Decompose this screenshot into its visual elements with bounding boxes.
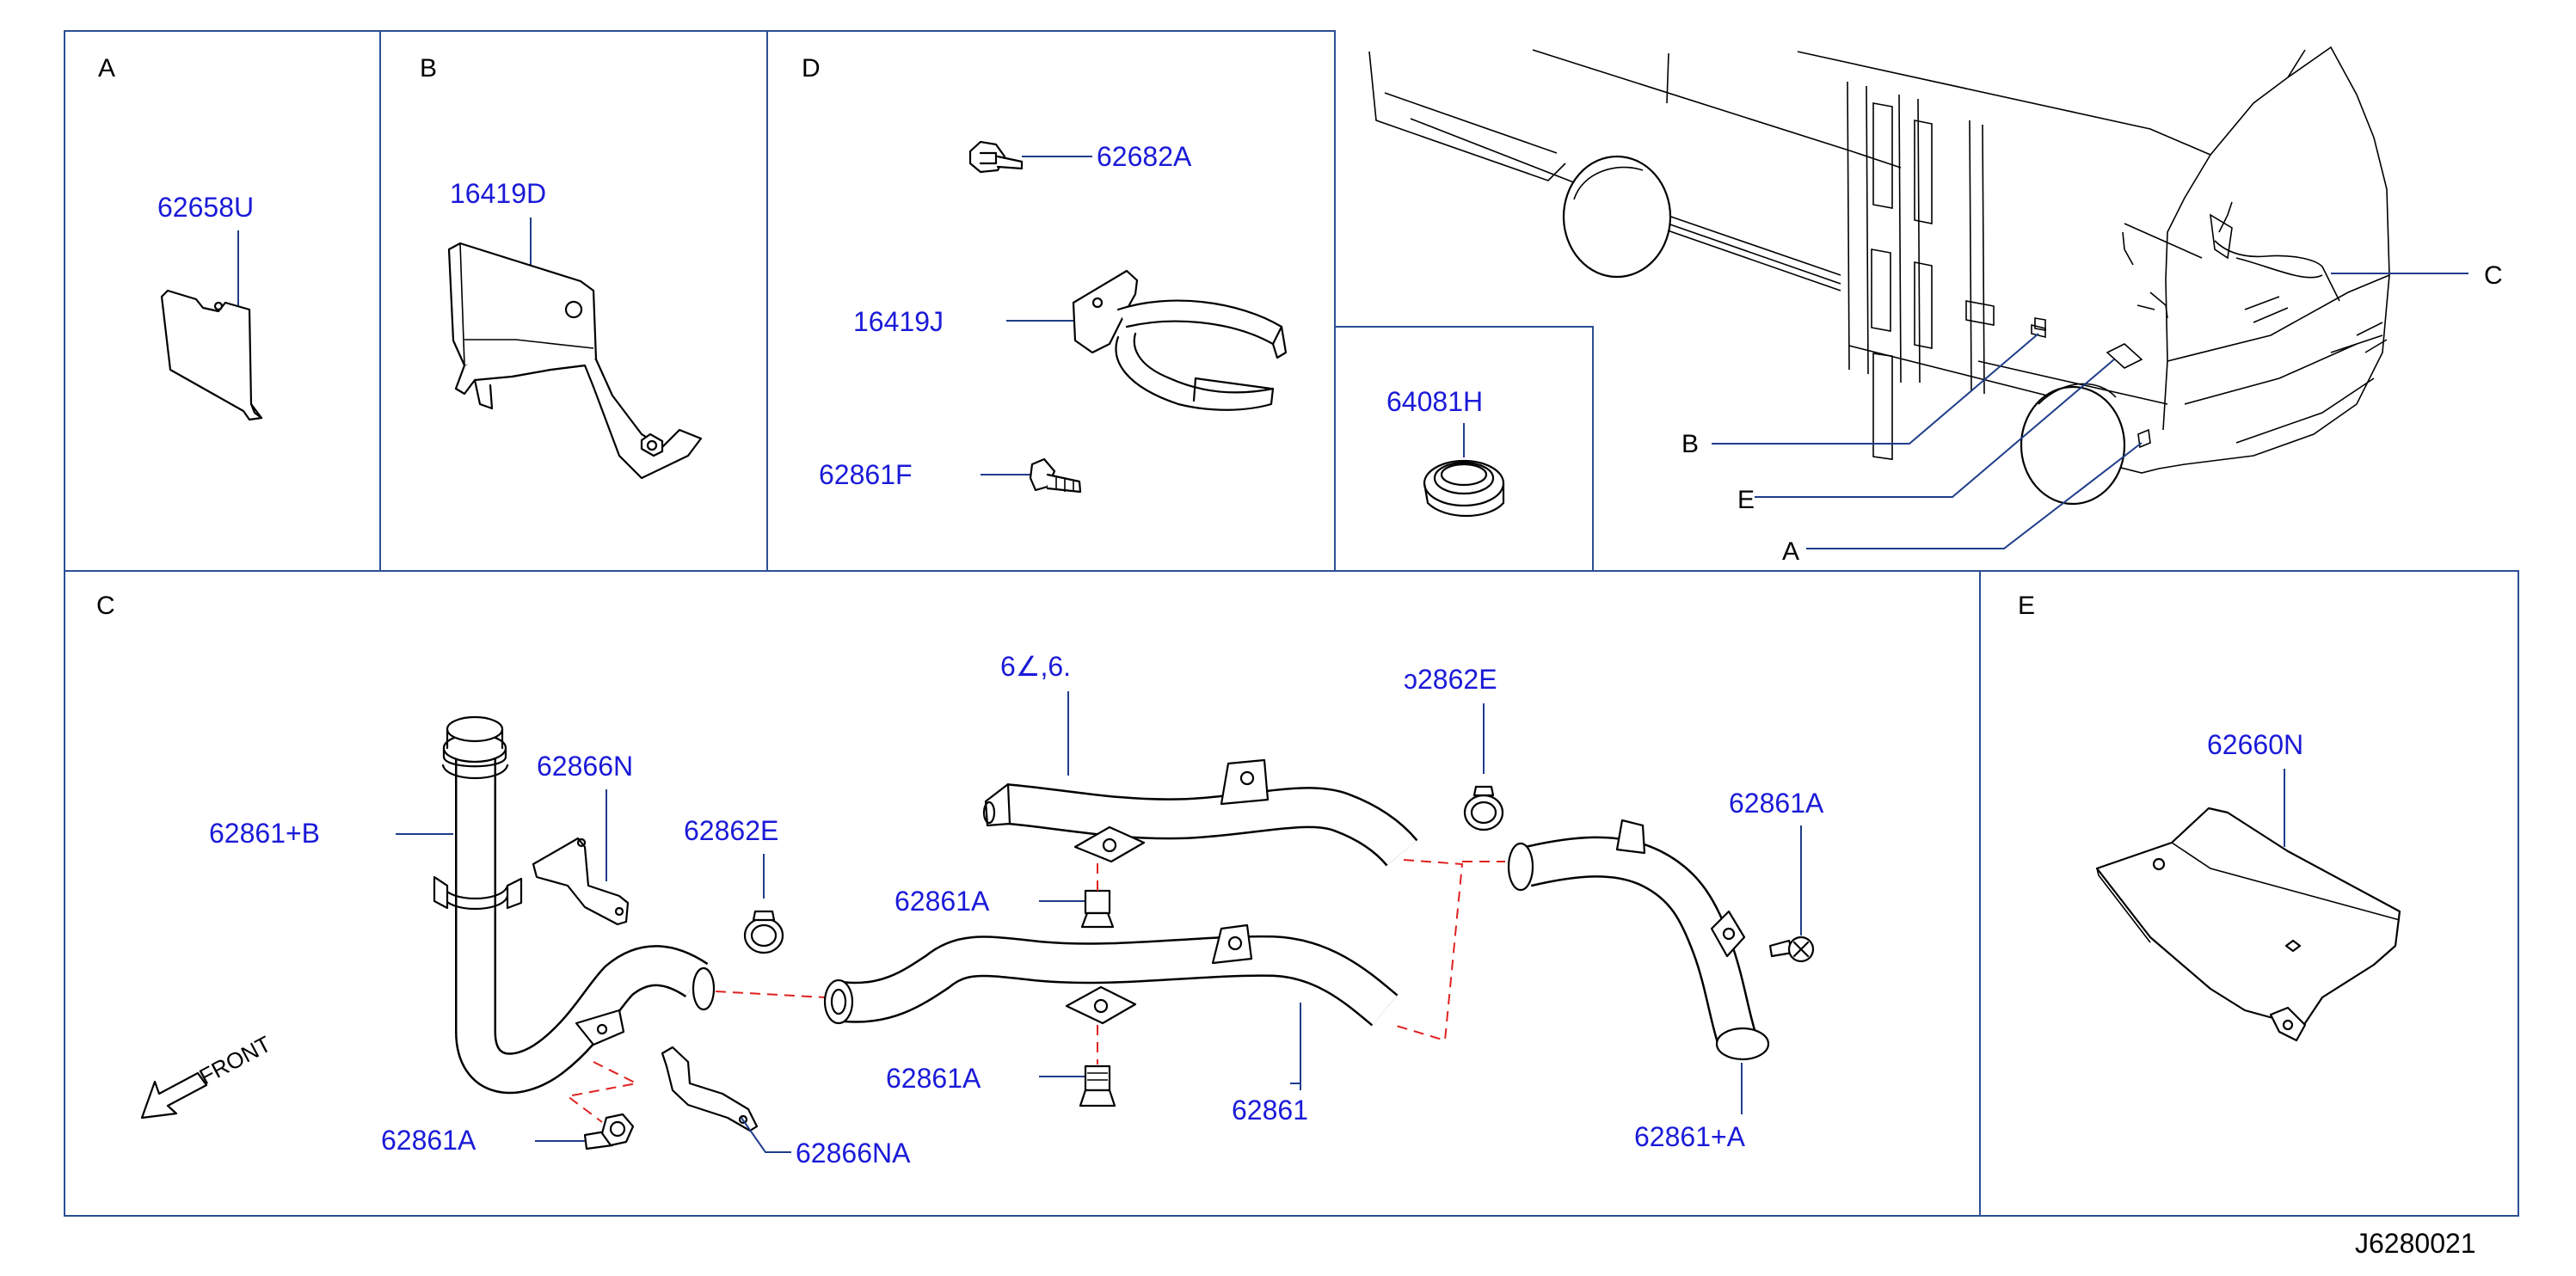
section-label-e: E xyxy=(2018,592,2035,620)
bracket-62658U xyxy=(160,289,263,421)
part-number-62866NA: 62866NA xyxy=(796,1138,911,1169)
part-number-62660N: 62660N xyxy=(2207,729,2303,760)
bracket-16419J xyxy=(1072,269,1288,411)
front-arrow xyxy=(140,1071,208,1120)
pipe-middle-upper xyxy=(982,758,1418,867)
part-number-62862E-partial: ɔ2862E xyxy=(1404,664,1497,695)
callout-e: E xyxy=(1737,486,1755,514)
bracket-16419D xyxy=(447,242,703,480)
part-number-62861A-mid-upper: 62861A xyxy=(895,886,990,917)
bolt-62682A xyxy=(968,140,1024,174)
bolt-62861A-mid-upper xyxy=(1080,889,1115,929)
vehicle-outline xyxy=(1368,46,2390,506)
callout-a: A xyxy=(1782,537,1799,566)
part-number-62861A-mid-lower: 62861A xyxy=(886,1063,981,1094)
part-number-62658U: 62658U xyxy=(157,192,254,223)
part-number-62861A-plus: 62861+A xyxy=(1634,1121,1746,1152)
pipe-62861 xyxy=(823,923,1399,1027)
callout-c: C xyxy=(2484,261,2503,290)
section-label-a: A xyxy=(98,54,115,83)
pipe-62861B xyxy=(433,715,716,1095)
part-number-16419D: 16419D xyxy=(450,178,546,209)
bolt-62861A-left xyxy=(583,1113,635,1150)
section-label-d: D xyxy=(802,54,821,83)
panel-borders xyxy=(64,30,2519,1217)
part-number-partial-top: 6∠,6. xyxy=(1000,651,1071,682)
diagram-code: J6280021 xyxy=(2355,1228,2476,1259)
clamp-62862E-right xyxy=(1463,785,1504,831)
part-number-62866N: 62866N xyxy=(537,751,633,782)
pipe-62861A-plus xyxy=(1507,819,1770,1061)
part-number-64081H: 64081H xyxy=(1386,386,1483,417)
grommet-64081H xyxy=(1423,459,1505,517)
part-number-62861A-left: 62861A xyxy=(381,1125,476,1156)
bracket-62866NA xyxy=(661,1046,759,1132)
part-number-62861A-right: 62861A xyxy=(1729,788,1824,819)
part-number-62861: 62861 xyxy=(1232,1095,1308,1126)
part-number-62861B: 62861+B xyxy=(209,818,320,849)
part-number-62861F: 62861F xyxy=(819,459,913,490)
callout-b: B xyxy=(1681,430,1699,458)
part-number-16419J: 16419J xyxy=(853,306,944,337)
part-number-62862E-left: 62862E xyxy=(684,815,778,846)
clamp-62862E-left xyxy=(743,910,784,954)
bolt-62861A-mid-lower xyxy=(1079,1064,1116,1107)
bolt-62861A-right xyxy=(1768,936,1815,963)
heat-shield-62660N xyxy=(2095,807,2401,1042)
part-number-62682A: 62682A xyxy=(1097,141,1192,172)
section-label-c: C xyxy=(96,592,115,620)
front-label: FRONT xyxy=(195,1031,275,1090)
section-label-b: B xyxy=(420,54,437,83)
bracket-62866N xyxy=(532,837,630,926)
clip-62861F xyxy=(1029,457,1082,494)
